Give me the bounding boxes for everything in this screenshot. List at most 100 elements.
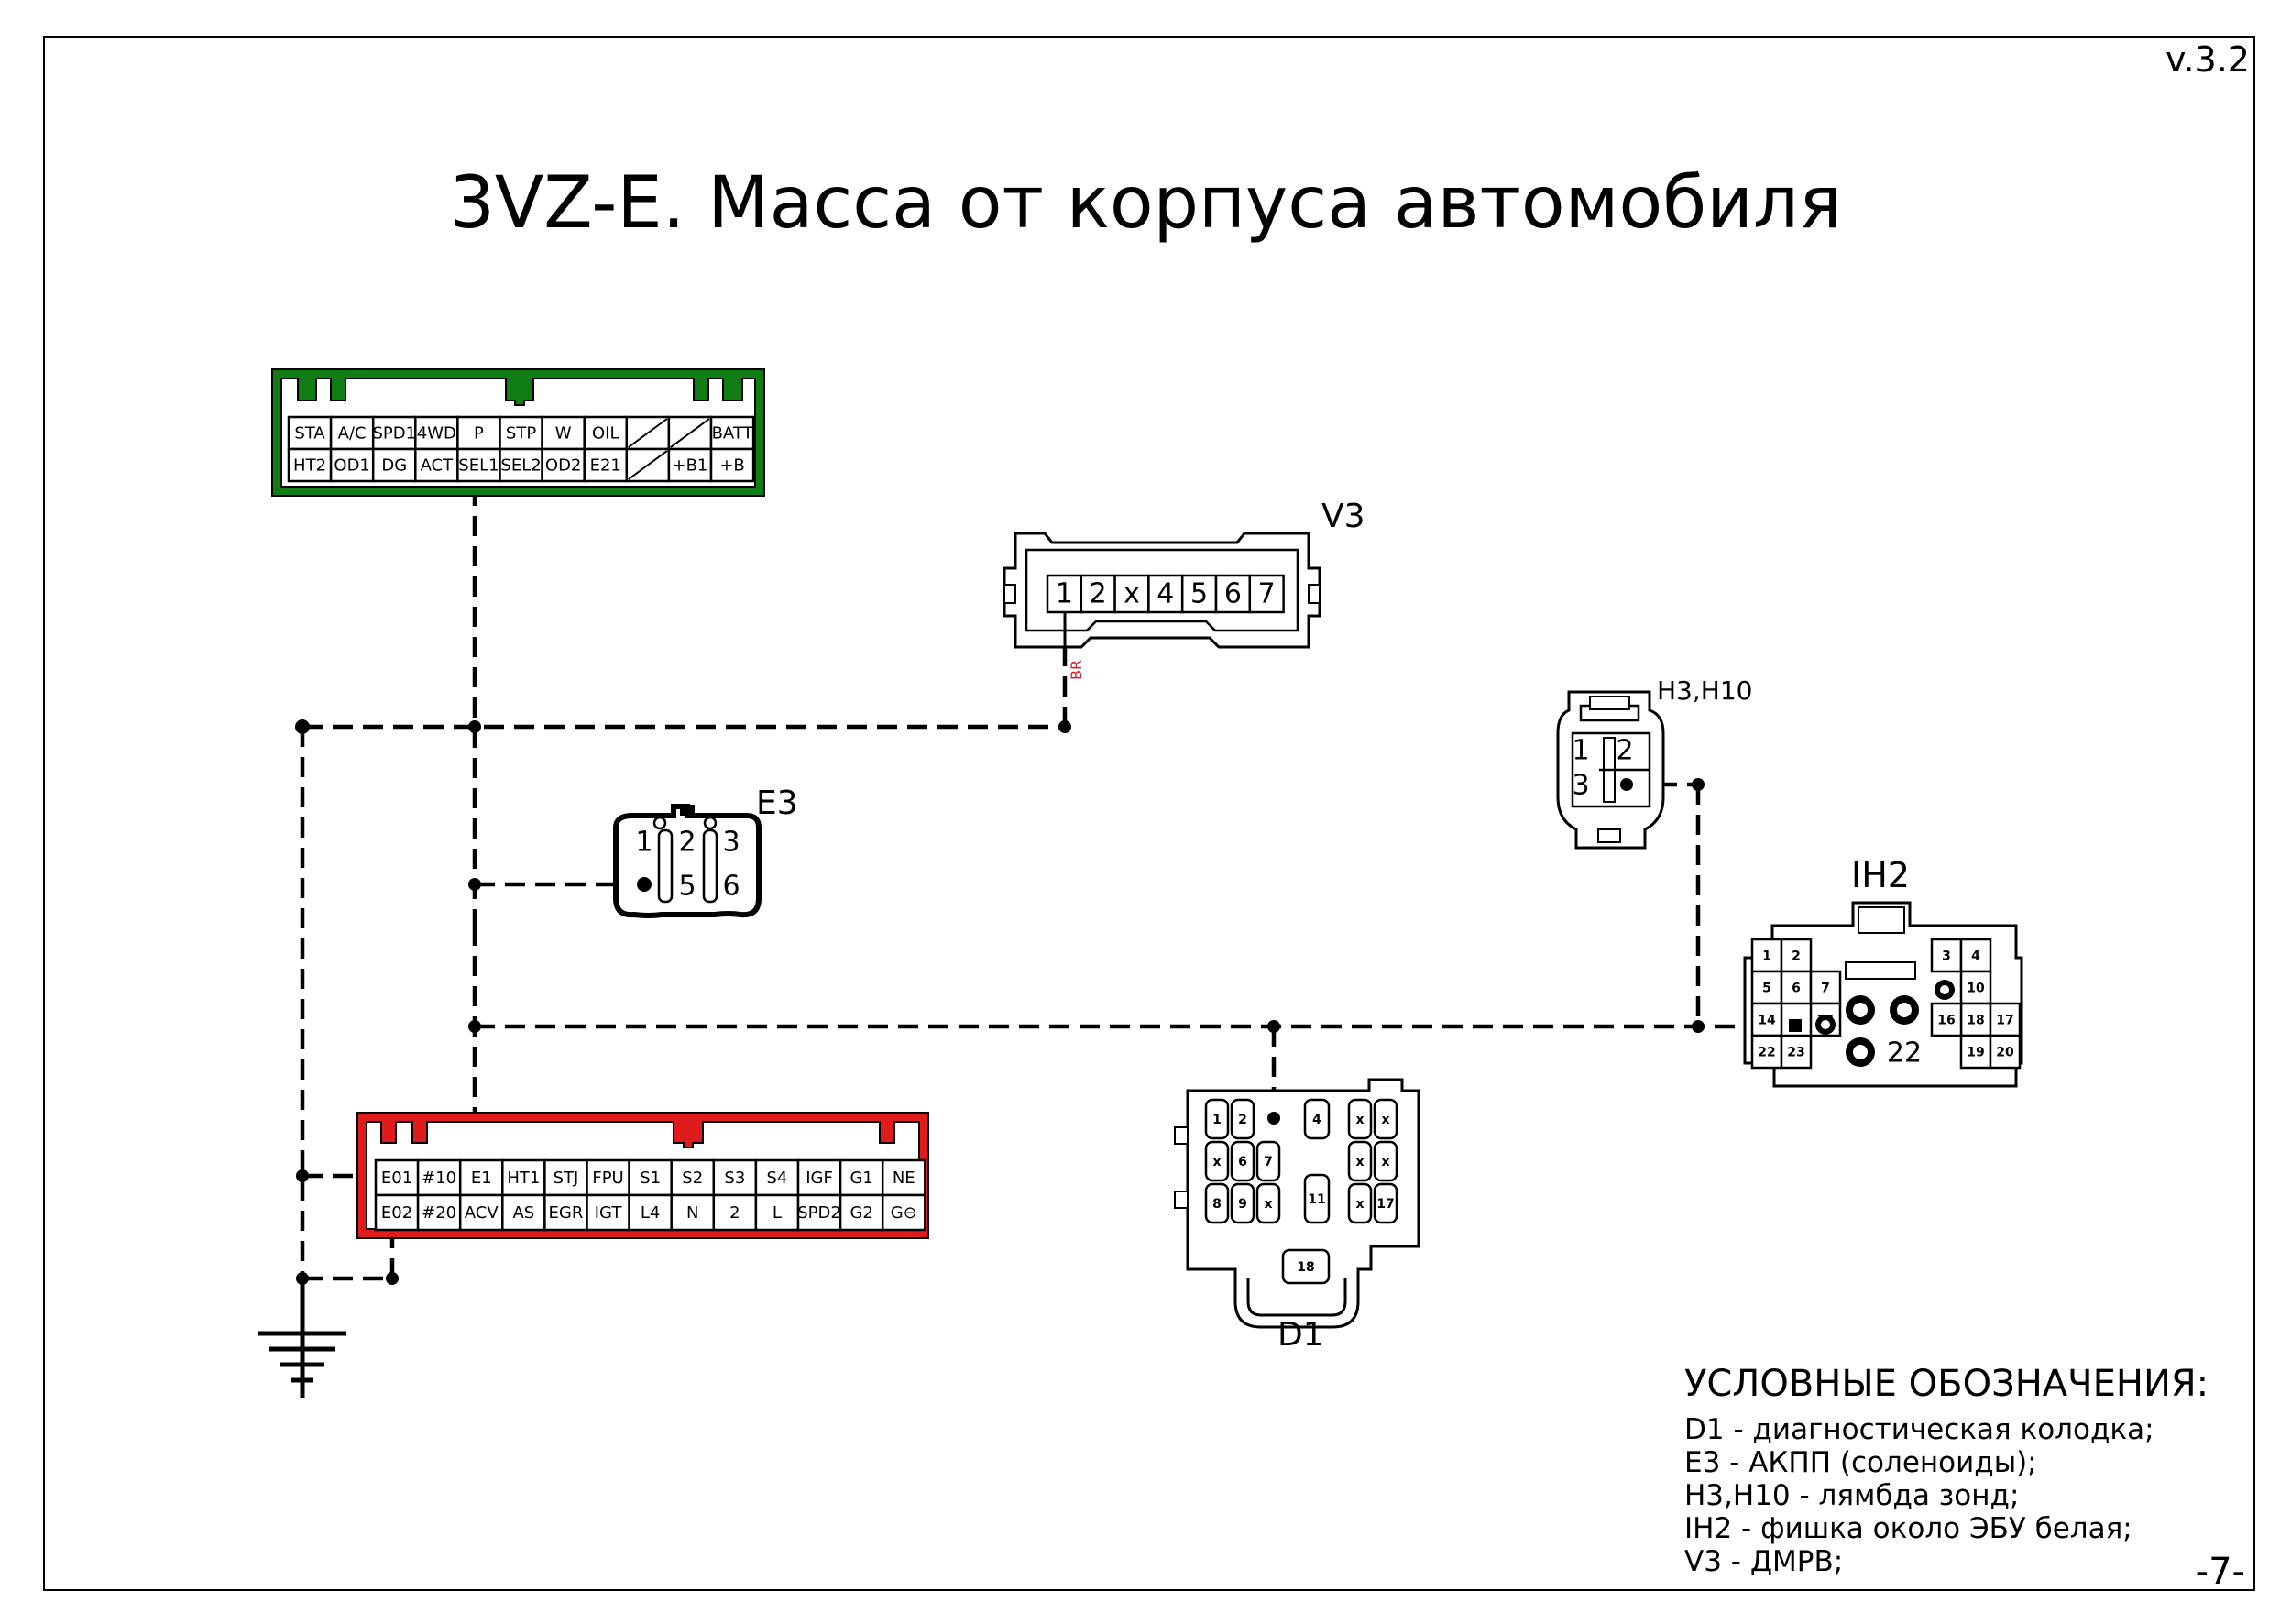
v3-pin: 2 xyxy=(1090,578,1107,610)
ecu-red-pin: N xyxy=(686,1203,698,1223)
ecu-red-pin: HT1 xyxy=(507,1169,540,1188)
d1-pin: 4 xyxy=(1312,1113,1321,1127)
d1-pin: 18 xyxy=(1297,1260,1314,1275)
ih2-connector: 12567142223341018161719201422 IH2 xyxy=(1743,855,2023,1088)
d1-label: D1 xyxy=(1277,1316,1324,1354)
legend-item: E3 - АКПП (соленоиды); xyxy=(1684,1446,2037,1479)
v3-wire-code: BR xyxy=(1068,660,1085,680)
e3-pin: 3 xyxy=(722,827,740,859)
v3-pin: 1 xyxy=(1056,578,1073,610)
ih2-pin: 6 xyxy=(1792,982,1801,996)
d1-pin: x xyxy=(1355,1197,1364,1212)
ecu-red-pin: 2 xyxy=(729,1203,740,1223)
d1-pin: 6 xyxy=(1238,1155,1247,1169)
v3-pin: 6 xyxy=(1224,578,1242,610)
d1-pin: x xyxy=(1355,1113,1364,1127)
ecu-red-pin: NE xyxy=(893,1169,915,1188)
ecu-red-pin: #10 xyxy=(422,1169,456,1188)
page-number: -7- xyxy=(2196,1551,2245,1593)
legend-heading: УСЛОВНЫЕ ОБОЗНАЧЕНИЯ: xyxy=(1684,1363,2209,1405)
ih2-pin: 5 xyxy=(1762,982,1771,996)
d1-pin: 2 xyxy=(1238,1113,1247,1127)
v3-label: V3 xyxy=(1321,498,1365,535)
legend-item: V3 - ДМРВ; xyxy=(1684,1545,1843,1578)
ecu-red-pin: E02 xyxy=(381,1203,412,1223)
d1-pin: x xyxy=(1381,1155,1389,1169)
d1-pin: x xyxy=(1212,1155,1221,1169)
e3-label: E3 xyxy=(756,785,798,822)
e3-pin: 2 xyxy=(678,827,696,859)
v3-pin: 5 xyxy=(1190,578,1208,610)
d1-pin: 9 xyxy=(1238,1197,1247,1212)
ih2-pin: 20 xyxy=(1996,1046,2014,1060)
h3-pin: 1 xyxy=(1572,735,1589,767)
h3-pin: 2 xyxy=(1616,735,1633,767)
ecu-red-pin: S4 xyxy=(767,1169,788,1188)
ecu-red-pin: G1 xyxy=(850,1169,872,1188)
ecu-green-pin: 4WD xyxy=(417,424,456,444)
ecu-red-pin: AS xyxy=(512,1203,534,1223)
ecu-green-pin: ACT xyxy=(421,456,455,476)
h3-label: H3,H10 xyxy=(1657,675,1752,706)
ecu-green-pin: HT2 xyxy=(293,456,326,476)
e3-pin: 1 xyxy=(635,827,652,859)
ecu-green-pin: +B1 xyxy=(673,456,708,476)
legend: УСЛОВНЫЕ ОБОЗНАЧЕНИЯ: D1 - диагностическ… xyxy=(1684,1363,2209,1578)
ecu-red-pin: ACV xyxy=(465,1203,499,1223)
ecu-red-pin: G⊖ xyxy=(891,1203,917,1223)
ecu-red-pin: L4 xyxy=(641,1203,660,1223)
ecu-green-pin: OD1 xyxy=(334,456,369,476)
legend-item: D1 - диагностическая колодка; xyxy=(1684,1413,2154,1446)
ecu-green-pin: STA xyxy=(294,424,325,444)
ih2-pin: 10 xyxy=(1967,982,1985,996)
h3-pin: 3 xyxy=(1572,770,1589,802)
ecu-green-pin: E21 xyxy=(590,456,621,476)
ecu-green-pin: SEL2 xyxy=(500,456,541,476)
version-label: v.3.2 xyxy=(2165,39,2250,80)
d1-pin: x xyxy=(1264,1197,1272,1212)
ecu-green-pin: SEL1 xyxy=(458,456,499,476)
ecu-red-pin: FPU xyxy=(592,1169,623,1188)
ih2-label: IH2 xyxy=(1851,855,1910,895)
ecu-green-pin: P xyxy=(474,424,484,444)
page-frame xyxy=(43,36,2255,1591)
ecu-red-pin: EGR xyxy=(549,1203,584,1223)
ecu-red-pin: S2 xyxy=(682,1169,703,1188)
ih2-pin: 14 xyxy=(1758,1014,1776,1028)
ecu-red-pin: E01 xyxy=(381,1169,412,1188)
ecu-red-pin: L xyxy=(773,1203,782,1223)
ecu-red-pin: S3 xyxy=(724,1169,745,1188)
ih2-pin: 22 xyxy=(1887,1037,1922,1070)
ecu-green-pin: OD2 xyxy=(545,456,581,476)
ground-wires xyxy=(300,486,1814,1281)
ecu-red-pin: SPD2 xyxy=(797,1203,841,1223)
page-title: 3VZ-E. Масса от корпуса автомобиля xyxy=(449,162,1842,245)
ecu-red-pin: #20 xyxy=(422,1203,456,1223)
d1-pin: 1 xyxy=(1212,1113,1222,1127)
ecu-green-pin: A/C xyxy=(338,424,367,444)
ih2-pin: 16 xyxy=(1937,1014,1955,1028)
legend-item: H3,H10 - лямбда зонд; xyxy=(1684,1479,2019,1512)
ecu-green-pin: OIL xyxy=(592,424,619,444)
ih2-pin: 7 xyxy=(1821,982,1830,996)
ecu-red-pin: IGT xyxy=(595,1203,623,1223)
ecu-red-pin: IGF xyxy=(806,1169,833,1188)
ground-symbol-icon xyxy=(258,1278,346,1398)
v3-pin: x xyxy=(1124,578,1140,610)
ecu-red-pin: STJ xyxy=(554,1169,579,1188)
v3-pin: 7 xyxy=(1258,578,1276,610)
ih2-pin: 2 xyxy=(1792,949,1801,964)
e3-pin: 6 xyxy=(722,871,740,903)
e3-pin: 5 xyxy=(678,871,696,903)
ih2-pin: 22 xyxy=(1758,1046,1775,1060)
ecu-red-pin: E1 xyxy=(471,1169,492,1188)
ecu-green-pin: W xyxy=(555,424,572,444)
